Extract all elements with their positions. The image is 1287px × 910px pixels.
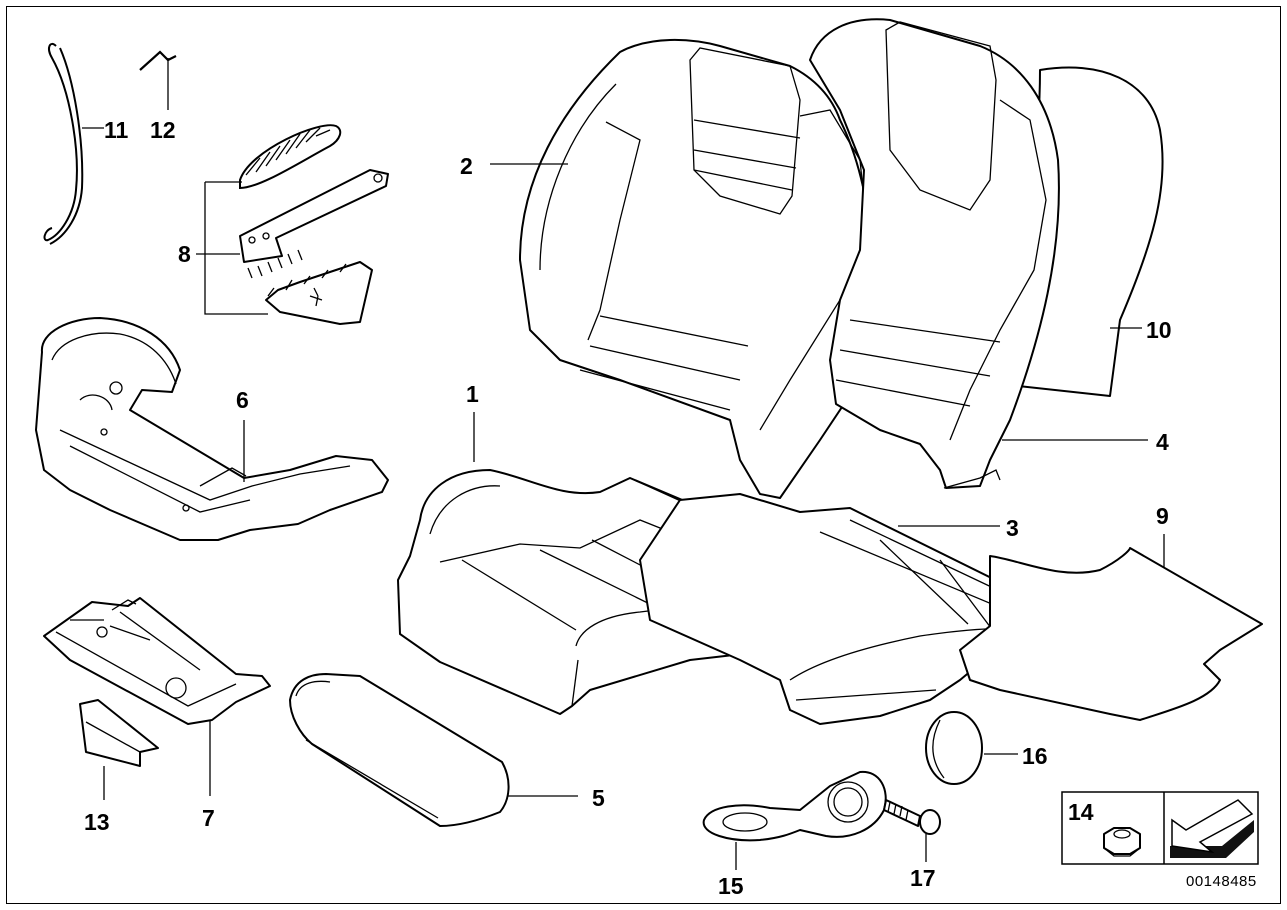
callout-8: 8 [178, 241, 191, 267]
part-9-seat-pad[interactable] [959, 547, 1263, 721]
callout-3: 3 [1006, 515, 1019, 541]
callout-16: 16 [1022, 743, 1048, 769]
part-4-backrest-frame[interactable] [809, 18, 1060, 489]
callout-10: 10 [1146, 317, 1172, 343]
callout-6: 6 [236, 387, 249, 413]
callout-15: 15 [718, 873, 744, 899]
inset-box: 14 [1061, 791, 1259, 865]
part-15-bezel[interactable] [702, 770, 887, 842]
part-7-seat-bracket[interactable] [43, 597, 271, 725]
callout-14: 14 [1068, 799, 1094, 825]
callout-9: 9 [1156, 503, 1169, 529]
callout-13: 13 [84, 809, 110, 835]
part-2-backrest-cover[interactable] [519, 38, 875, 499]
callout-5: 5 [592, 785, 605, 811]
document-id: 00148485 [1186, 873, 1257, 890]
part-14-nut[interactable] [1103, 827, 1141, 857]
part-17-bolt[interactable] [883, 799, 941, 835]
callout-4: 4 [1156, 429, 1169, 455]
callout-2: 2 [460, 153, 473, 179]
callout-7: 7 [202, 805, 215, 831]
part-3-seat-foam[interactable] [639, 493, 1051, 725]
callout-12: 12 [150, 117, 176, 143]
callout-1: 1 [466, 381, 479, 407]
callout-11: 11 [104, 117, 129, 143]
direction-arrow-icon [1170, 799, 1254, 858]
callout-labels: 11 12 8 6 7 13 5 2 1 3 4 10 9 16 15 17 [84, 117, 1172, 899]
part-11-spring-clip[interactable] [43, 42, 84, 245]
part-16-cap[interactable] [925, 711, 983, 785]
part-8-adjuster-set[interactable] [239, 124, 389, 325]
callout-17: 17 [910, 865, 936, 891]
part-6-seat-shell[interactable] [35, 317, 389, 541]
diagram-frame [6, 6, 1281, 904]
part-12-wire-bracket[interactable] [139, 50, 177, 71]
part-5-cushion-pad[interactable] [289, 673, 510, 827]
leader-lines [82, 58, 1165, 870]
part-13-clip[interactable] [79, 699, 159, 767]
